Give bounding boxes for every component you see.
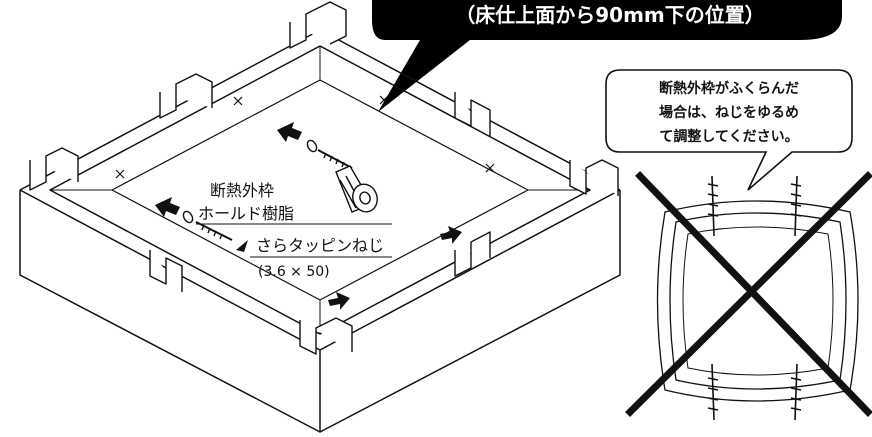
plus-mark-icon	[115, 95, 495, 179]
warning-line1: 断熱外枠がふくらんだ	[659, 80, 799, 97]
bulged-frame-example	[625, 171, 872, 421]
screw-icon	[306, 139, 353, 169]
warning-bubble: 断熱外枠がふくらんだ 場合は、ねじをゆるめ て調整してください。	[605, 69, 853, 191]
arrow-right-icon	[440, 226, 462, 244]
arrow-left-icon	[155, 197, 180, 217]
rim-brackets	[29, 1, 619, 355]
warning-line3: て調整してください。	[659, 128, 798, 145]
top-callout-shape	[372, 0, 842, 112]
top-callout-text: （床仕上面から90mm下の位置）	[455, 3, 765, 27]
part-labels: 断熱外枠 ホールド樹脂 さらタッピンねじ (3.6 × 50)	[196, 181, 392, 280]
anchor-plug-icon	[335, 165, 378, 213]
label-holder-line1: 断熱外枠	[210, 181, 274, 200]
arrow-right-icon	[328, 292, 350, 310]
pointer-arrow-icon	[236, 240, 248, 252]
screw-icon	[182, 210, 233, 241]
label-screw-name: さらタッピンねじ	[256, 236, 384, 255]
top-callout: （床仕上面から90mm下の位置）	[372, 0, 842, 112]
label-holder-line2: ホールド樹脂	[198, 204, 294, 223]
arrow-left-icon	[277, 122, 302, 142]
label-screw-size: (3.6 × 50)	[258, 264, 330, 280]
screw-icon	[707, 175, 802, 421]
warning-line2: 場合は、ねじをゆるめ	[659, 104, 799, 121]
fixing-hardware	[155, 122, 462, 310]
cross-out-icon	[625, 171, 872, 417]
warning-bubble-shape	[605, 69, 853, 191]
frame-box	[19, 1, 621, 433]
